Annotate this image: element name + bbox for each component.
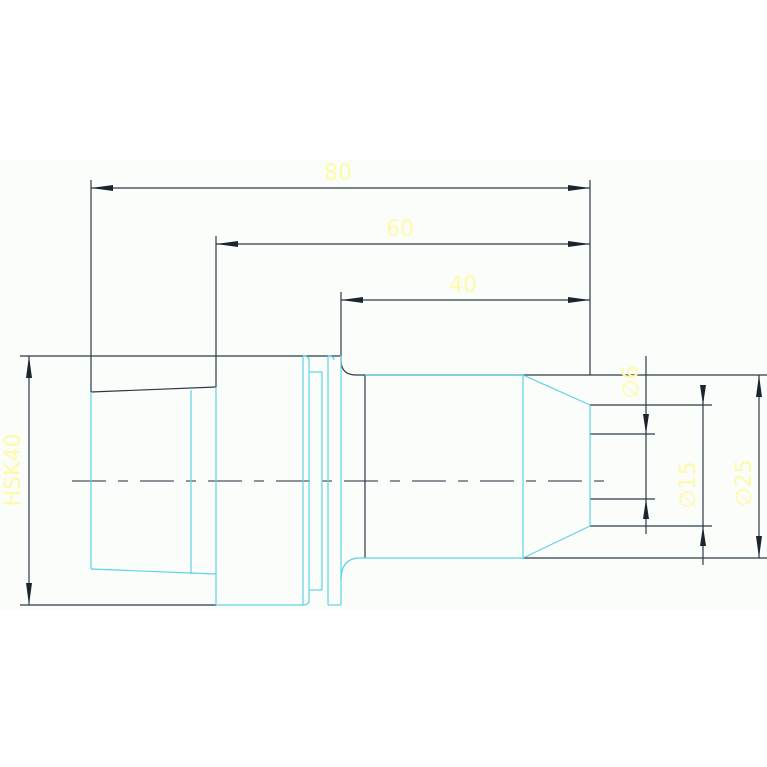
dimension-hsk40-label: HSK40 — [1, 434, 26, 507]
dimension-lines — [28, 180, 760, 605]
holder-outline — [20, 355, 767, 606]
arrowheads — [26, 185, 762, 605]
paper-area — [0, 160, 767, 610]
dimension-dia15-label: ∅15 — [676, 461, 701, 508]
dimension-60-label: 60 — [386, 217, 414, 242]
dimension-dia6-label: ∅6 — [619, 365, 644, 398]
part-geometry — [90, 355, 591, 606]
dimension-40-label: 40 — [449, 273, 477, 298]
dimension-80-label: 80 — [324, 161, 352, 186]
dimension-dia25-label: ∅25 — [732, 459, 757, 506]
